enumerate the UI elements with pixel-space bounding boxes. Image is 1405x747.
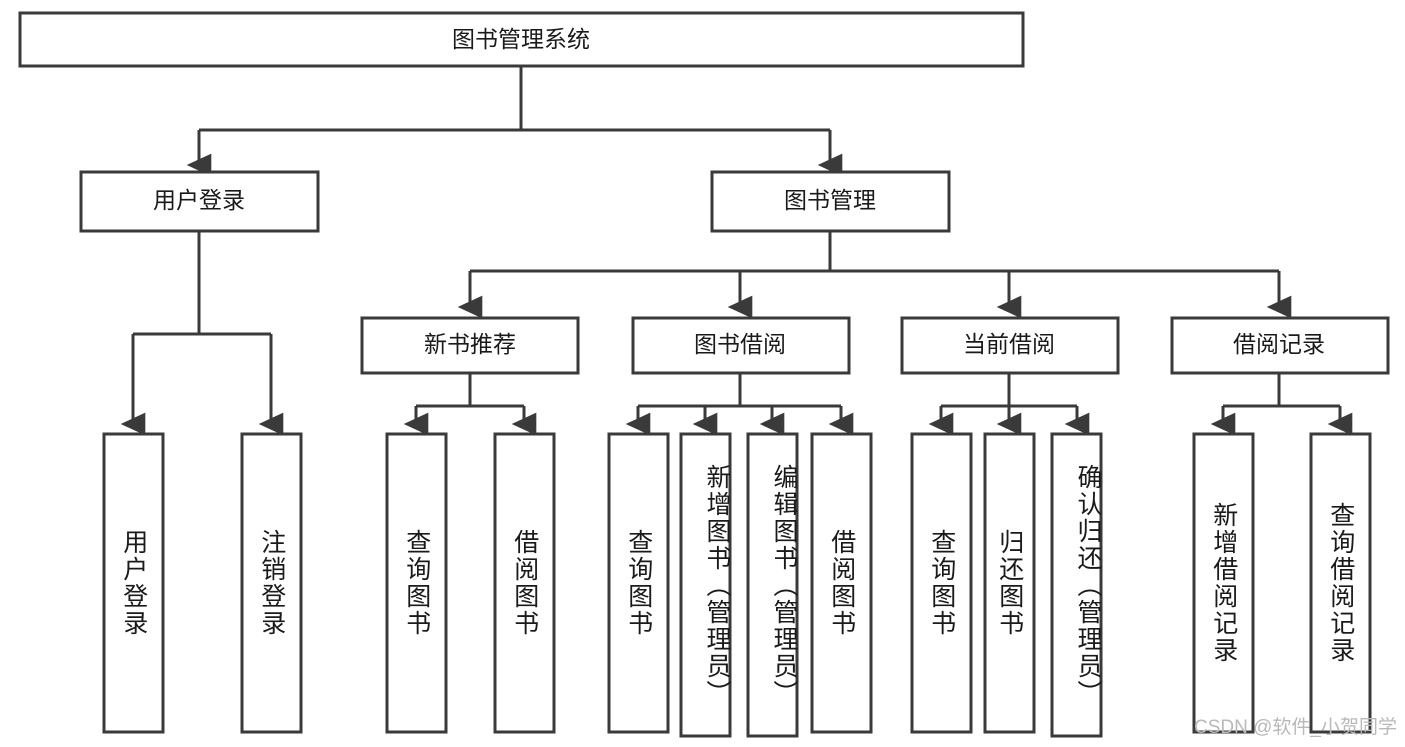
node-root[interactable] bbox=[18, 11, 1025, 68]
node-boxes bbox=[18, 11, 1390, 738]
node-leaf-confirm-return[interactable] bbox=[1050, 432, 1103, 738]
node-book-management-label: 图书管理 bbox=[784, 187, 876, 213]
node-user-login-label: 用户登录 bbox=[153, 187, 245, 213]
connectors bbox=[120, 66, 1353, 436]
node-current-borrow-label: 当前借阅 bbox=[963, 331, 1055, 357]
node-book-borrow[interactable] bbox=[631, 316, 851, 375]
horizontal-labels: 图书管理系统 用户登录 图书管理 新书推荐 图书借阅 当前借阅 借阅记录 bbox=[153, 26, 1325, 357]
node-leaf-return-book[interactable] bbox=[983, 432, 1036, 734]
csdn-watermark: CSDN @软件_小贺同学 bbox=[1194, 717, 1397, 738]
node-new-book-recommend-label: 新书推荐 bbox=[424, 331, 516, 357]
node-leaf-user-login[interactable] bbox=[102, 432, 165, 734]
node-borrow-record-label: 借阅记录 bbox=[1233, 331, 1325, 357]
node-current-borrow[interactable] bbox=[900, 316, 1120, 375]
node-leaf-borrow-book-1[interactable] bbox=[493, 432, 556, 734]
node-leaf-query-record[interactable] bbox=[1309, 432, 1372, 734]
node-leaf-user-logout[interactable] bbox=[240, 432, 303, 734]
node-book-borrow-label: 图书借阅 bbox=[694, 331, 786, 357]
node-book-management[interactable] bbox=[710, 170, 951, 233]
node-leaf-borrow-book-2[interactable] bbox=[810, 432, 873, 734]
node-leaf-query-book-3[interactable] bbox=[910, 432, 973, 734]
node-leaf-edit-book[interactable] bbox=[746, 432, 799, 738]
node-leaf-add-book[interactable] bbox=[679, 432, 732, 738]
node-leaf-query-book-2[interactable] bbox=[607, 432, 670, 734]
node-borrow-record[interactable] bbox=[1170, 316, 1390, 375]
node-leaf-add-record[interactable] bbox=[1192, 432, 1255, 734]
node-leaf-query-book-1[interactable] bbox=[385, 432, 448, 734]
node-user-login[interactable] bbox=[79, 170, 320, 233]
node-new-book-recommend[interactable] bbox=[360, 316, 580, 375]
node-root-label: 图书管理系统 bbox=[452, 26, 590, 52]
